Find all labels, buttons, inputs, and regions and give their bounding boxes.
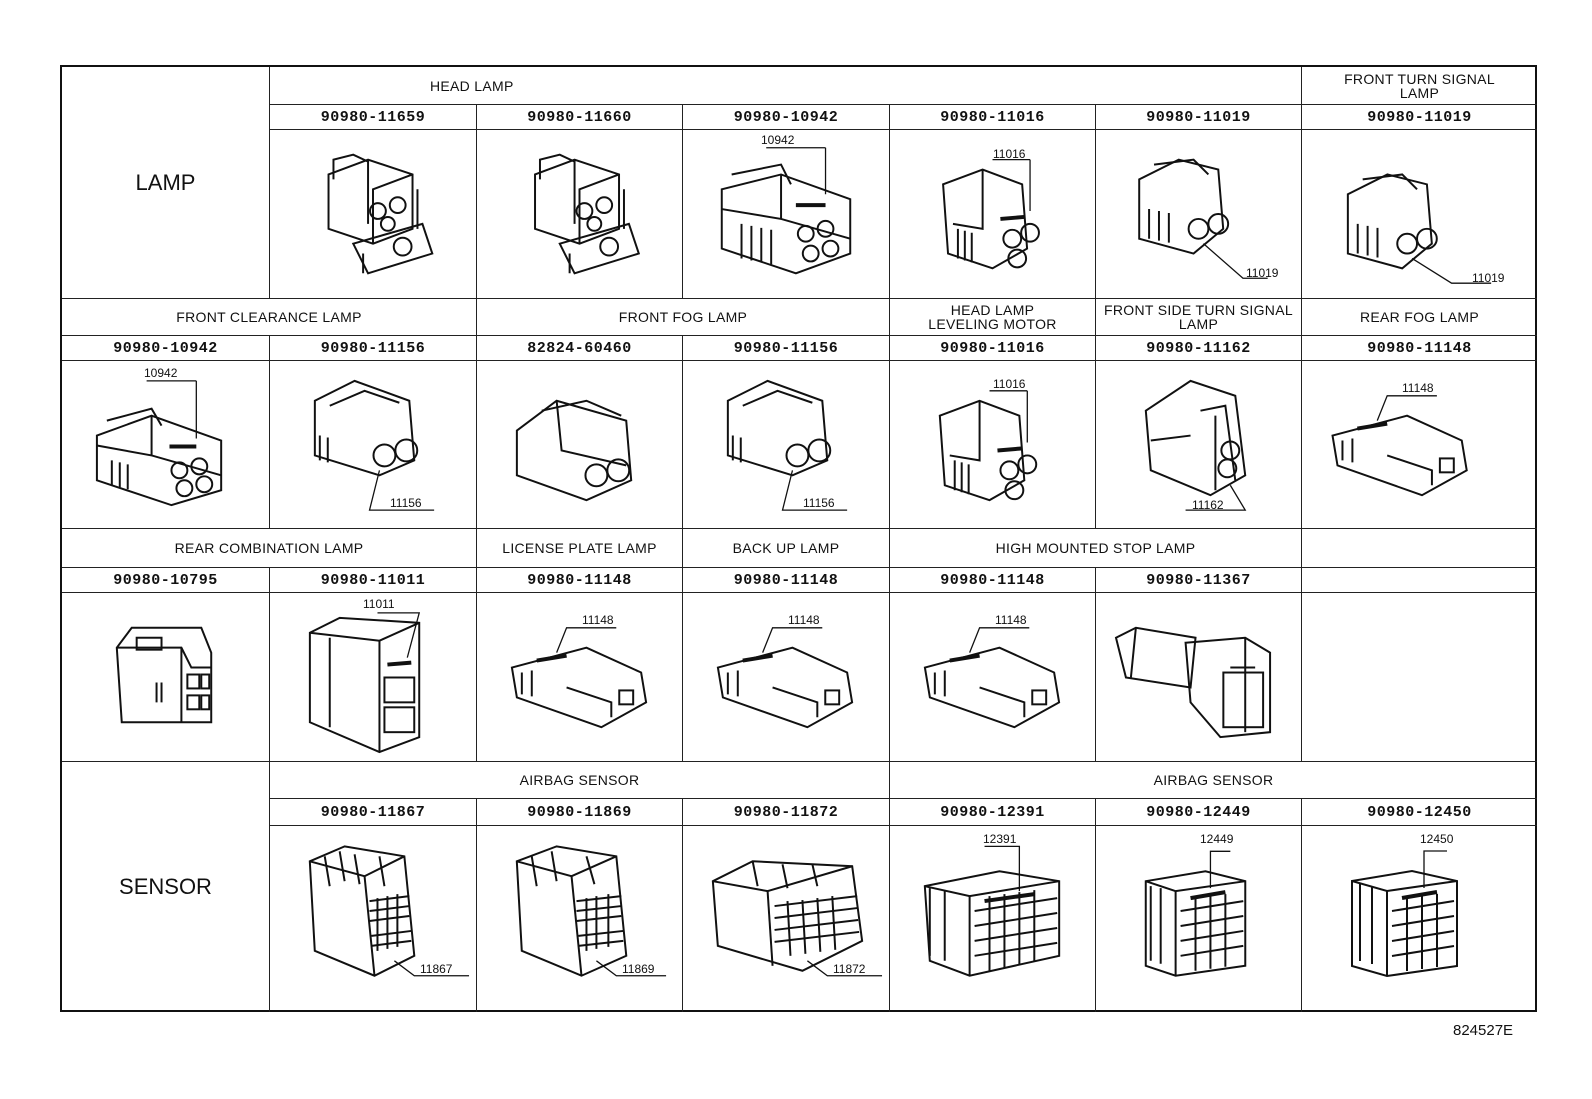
callout-label: 11156 [803, 496, 835, 510]
header-front-fog-lamp: FRONT FOG LAMP [477, 299, 890, 336]
callout-label: 12391 [983, 832, 1017, 846]
part-number: 90980-11367 [1096, 568, 1302, 593]
header-empty [1302, 529, 1537, 568]
callout-label: 11156 [390, 496, 422, 510]
part-number: 90980-11148 [477, 568, 683, 593]
connector-illustration [477, 130, 683, 299]
callout-label: 10942 [761, 133, 795, 147]
part-number: 90980-12391 [890, 799, 1096, 826]
callout-label: 11016 [993, 377, 1026, 391]
header-head-lamp-leveling-motor: HEAD LAMP LEVELING MOTOR [890, 299, 1096, 336]
part-number: 90980-12450 [1302, 799, 1537, 826]
connector-illustration: 11869 [477, 826, 683, 1012]
part-number: 90980-11867 [270, 799, 477, 826]
header-back-up-lamp: BACK UP LAMP [683, 529, 890, 568]
connector-illustration [477, 361, 683, 529]
callout-label: 12450 [1420, 832, 1454, 846]
category-sensor: SENSOR [62, 762, 270, 1012]
part-number: 90980-11660 [477, 105, 683, 130]
connector-illustration [270, 130, 477, 299]
header-airbag-sensor: AIRBAG SENSOR [890, 762, 1537, 799]
part-number: 90980-11016 [890, 336, 1096, 361]
connector-illustration: 11156 [270, 361, 477, 529]
header-front-side-turn-signal-lamp: FRONT SIDE TURN SIGNAL LAMP [1096, 299, 1302, 336]
connector-illustration: 11019 [1096, 130, 1302, 299]
callout-label: 11019 [1472, 271, 1505, 285]
connector-illustration: 11872 [683, 826, 890, 1012]
part-number: 90980-11162 [1096, 336, 1302, 361]
callout-label: 11162 [1192, 498, 1224, 512]
connector-illustration: 11148 [477, 593, 683, 762]
connector-illustration: 11011 [270, 593, 477, 762]
connector-illustration: 11148 [1302, 361, 1537, 529]
callout-label: 11148 [788, 613, 820, 627]
callout-label: 11019 [1246, 266, 1279, 280]
part-number: 90980-11011 [270, 568, 477, 593]
connector-illustration [62, 593, 270, 762]
part-number: 90980-11148 [1302, 336, 1537, 361]
part-number: 82824-60460 [477, 336, 683, 361]
connector-illustration: 12450 [1302, 826, 1537, 1012]
header-rear-fog-lamp: REAR FOG LAMP [1302, 299, 1537, 336]
callout-label: 11148 [1402, 381, 1434, 395]
header-airbag-sensor: AIRBAG SENSOR [270, 762, 890, 799]
part-number: 90980-11872 [683, 799, 890, 826]
part-number: 90980-10942 [62, 336, 270, 361]
category-lamp: LAMP [62, 67, 270, 299]
callout-label: 11011 [363, 597, 395, 611]
connector-illustration: 11148 [683, 593, 890, 762]
connector-illustration [1096, 593, 1302, 762]
connector-empty [1302, 593, 1537, 762]
part-number: 90980-11019 [1096, 105, 1302, 130]
header-high-mounted-stop-lamp: HIGH MOUNTED STOP LAMP [890, 529, 1302, 568]
connector-illustration: 10942 [62, 361, 270, 529]
callout-label: 10942 [144, 366, 178, 380]
connector-illustration: 12449 [1096, 826, 1302, 1012]
callout-label: 11016 [993, 147, 1026, 161]
header-front-turn-signal-lamp: FRONT TURN SIGNAL LAMP [1302, 67, 1537, 105]
header-license-plate-lamp: LICENSE PLATE LAMP [477, 529, 683, 568]
part-number: 90980-10942 [683, 105, 890, 130]
connector-illustration: 11019 [1302, 130, 1537, 299]
callout-label: 11148 [582, 613, 614, 627]
connector-illustration: 11016 [890, 130, 1096, 299]
callout-label: 11869 [622, 962, 655, 976]
part-number: 90980-11148 [683, 568, 890, 593]
connector-illustration: 12391 [890, 826, 1096, 1012]
callout-label: 11148 [995, 613, 1027, 627]
part-number: 90980-12449 [1096, 799, 1302, 826]
part-number: 90980-11156 [270, 336, 477, 361]
part-number: 90980-11019 [1302, 105, 1537, 130]
part-number: 90980-11016 [890, 105, 1096, 130]
connector-illustration: 10942 [683, 130, 890, 299]
header-rear-combination-lamp: REAR COMBINATION LAMP [62, 529, 477, 568]
header-head-lamp: HEAD LAMP [270, 67, 1302, 105]
part-number: 90980-11659 [270, 105, 477, 130]
callout-label: 11872 [833, 962, 866, 976]
connector-illustration: 11156 [683, 361, 890, 529]
connector-table: LAMP HEAD LAMP FRONT TURN SIGNAL LAMP 90… [60, 65, 1537, 1012]
connector-illustration: 11867 [270, 826, 477, 1012]
header-front-clearance-lamp: FRONT CLEARANCE LAMP [62, 299, 477, 336]
part-number [1302, 568, 1537, 593]
part-number: 90980-10795 [62, 568, 270, 593]
callout-label: 11867 [420, 962, 453, 976]
connector-illustration: 11016 [890, 361, 1096, 529]
connector-illustration: 11162 [1096, 361, 1302, 529]
part-number: 90980-11869 [477, 799, 683, 826]
part-number: 90980-11148 [890, 568, 1096, 593]
connector-illustration: 11148 [890, 593, 1096, 762]
part-number: 90980-11156 [683, 336, 890, 361]
callout-label: 12449 [1200, 832, 1234, 846]
figure-code: 824527E [1453, 1022, 1514, 1039]
